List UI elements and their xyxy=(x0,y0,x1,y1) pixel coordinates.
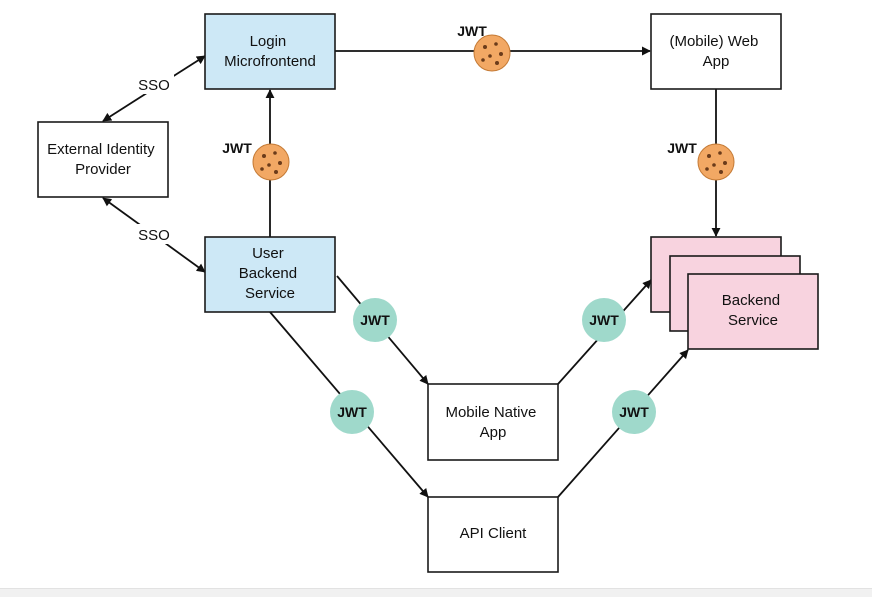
backend-service-label: Backend Service xyxy=(722,292,785,329)
mobile-native-app-node[interactable]: Mobile Native App xyxy=(427,383,559,461)
jwt-label-left: JWT xyxy=(222,140,252,156)
svg-text:SSO: SSO xyxy=(138,227,170,244)
login-microfrontend-node[interactable]: Login Microfrontend xyxy=(204,13,336,90)
user-backend-label: User Backend Service xyxy=(239,245,302,302)
user-backend-box xyxy=(204,236,336,313)
jwt-label-right: JWT xyxy=(667,140,697,156)
mobile-native-label: Mobile Native App xyxy=(445,404,540,441)
backend-service-box-front xyxy=(687,273,819,350)
mobile-native-box xyxy=(427,383,559,461)
footer-bar xyxy=(0,588,872,597)
svg-text:JWT: JWT xyxy=(360,312,390,328)
jwt-token-apiclient-backend: JWT xyxy=(612,390,656,434)
svg-text:JWT: JWT xyxy=(337,404,367,420)
web-app-label: (Mobile) Web App xyxy=(669,33,762,70)
jwt-label-top: JWT xyxy=(457,23,487,39)
api-client-node[interactable]: API Client xyxy=(427,496,559,573)
jwt-cookie-right: JWT xyxy=(667,140,735,181)
api-client-label: API Client xyxy=(460,525,528,542)
cookie-icon xyxy=(697,143,735,181)
cookie-icon xyxy=(473,34,511,72)
idp-box xyxy=(37,121,169,198)
api-client-box xyxy=(427,496,559,573)
user-backend-service-node[interactable]: User Backend Service xyxy=(204,236,336,313)
jwt-cookie-top: JWT xyxy=(457,23,511,72)
backend-service-stack-node[interactable]: Backend Service xyxy=(650,236,819,350)
jwt-token-userbackend-mobile: JWT xyxy=(353,298,397,342)
jwt-token-userbackend-apiclient: JWT xyxy=(330,390,374,434)
web-app-box xyxy=(650,13,782,90)
login-box xyxy=(204,13,336,90)
sso-label-bottom: SSO xyxy=(134,224,174,244)
svg-text:JWT: JWT xyxy=(619,404,649,420)
cookie-icon xyxy=(252,143,290,181)
jwt-cookie-left: JWT xyxy=(222,140,290,181)
jwt-token-mobile-backend: JWT xyxy=(582,298,626,342)
idp-label: External Identity Provider xyxy=(47,141,159,178)
web-app-node[interactable]: (Mobile) Web App xyxy=(650,13,782,90)
login-label: Login Microfrontend xyxy=(224,33,316,70)
external-identity-provider-node[interactable]: External Identity Provider xyxy=(37,121,169,198)
sso-label-top: SSO xyxy=(134,74,174,94)
svg-text:JWT: JWT xyxy=(589,312,619,328)
svg-text:SSO: SSO xyxy=(138,77,170,94)
